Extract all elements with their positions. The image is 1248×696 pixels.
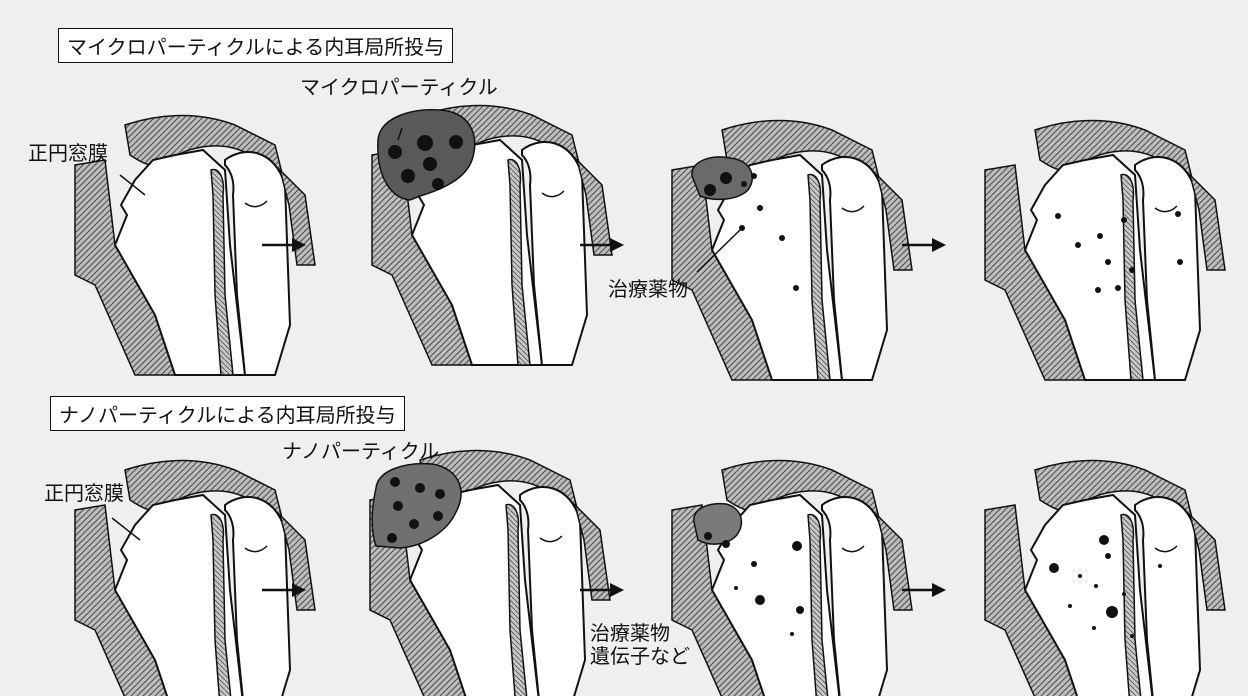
nano-particle — [704, 532, 712, 540]
nano-particle — [722, 540, 730, 548]
drug-dot — [751, 561, 757, 567]
row1-drug-label: 治療薬物 — [608, 278, 688, 301]
row1-particle-label: マイクロパーティクル — [300, 76, 498, 99]
row1-membrane-label: 正円窓膜 — [28, 142, 108, 165]
drug-dot — [1175, 211, 1181, 217]
drug-dot — [1092, 626, 1096, 630]
drug-dot — [1115, 285, 1121, 291]
drug-dot — [1177, 259, 1183, 265]
drug-dot — [790, 632, 794, 636]
drug-dot — [1105, 553, 1111, 559]
row1-panel2 — [372, 106, 612, 365]
drug-dot — [1129, 267, 1135, 273]
nano-particle — [409, 519, 419, 529]
drug-dot — [1078, 574, 1082, 578]
nano-particle — [415, 483, 425, 493]
drug-dot — [1097, 233, 1103, 239]
drug-dot — [1105, 259, 1111, 265]
micro-particle — [449, 135, 463, 149]
drug-dot — [734, 586, 738, 590]
row2-panel2 — [370, 451, 610, 696]
drug-dot — [779, 235, 785, 241]
row2-title: ナノパーティクルによる内耳局所投与 — [50, 396, 405, 431]
drug-dot — [1068, 604, 1072, 608]
drug-dot — [1130, 634, 1134, 638]
drug-dot — [1055, 213, 1061, 219]
nano-particle — [393, 501, 403, 511]
drug-dot — [757, 205, 763, 211]
row1-panel4 — [985, 121, 1225, 380]
micro-particle — [401, 169, 415, 183]
row1-panel3 — [672, 121, 912, 380]
cochlea-section-icon — [672, 461, 912, 696]
micro-particle — [704, 184, 716, 196]
micro-particle — [432, 178, 444, 190]
nano-particle — [387, 533, 397, 543]
drug-dot — [751, 173, 757, 179]
drug-dot — [1049, 563, 1059, 573]
row1-title: マイクロパーティクルによる内耳局所投与 — [58, 28, 453, 63]
micro-particle — [417, 135, 433, 151]
drug-dot — [1122, 592, 1126, 596]
micro-particle — [720, 172, 732, 184]
cochlea-section-icon — [985, 121, 1225, 380]
nano-particle — [433, 511, 443, 521]
row2-drug-label: 治療薬物 遺伝子など — [590, 622, 690, 668]
drug-dot — [796, 606, 804, 614]
drug-dot — [1158, 564, 1162, 568]
row2-panel4 — [985, 461, 1225, 696]
drug-dot — [1099, 535, 1109, 545]
micro-particle — [423, 157, 437, 171]
row2-membrane-label: 正円窓膜 — [44, 482, 124, 505]
nano-particle — [435, 489, 445, 499]
drug-dot — [1106, 606, 1118, 618]
drug-dot — [1121, 217, 1127, 223]
drug-dot — [1075, 242, 1081, 248]
drug-dot — [755, 595, 765, 605]
nano-particle — [390, 477, 400, 487]
row2-panel3 — [672, 461, 912, 696]
micro-particle — [388, 145, 402, 159]
drug-dot — [1095, 287, 1101, 293]
nano-particle-residue — [694, 504, 742, 544]
cochlea-section-icon — [985, 461, 1225, 696]
row2-particle-label: ナノパーティクル — [282, 440, 439, 463]
drug-dot — [741, 181, 747, 187]
drug-dot — [793, 285, 799, 291]
drug-dot — [1094, 584, 1098, 588]
drug-dot — [792, 541, 802, 551]
